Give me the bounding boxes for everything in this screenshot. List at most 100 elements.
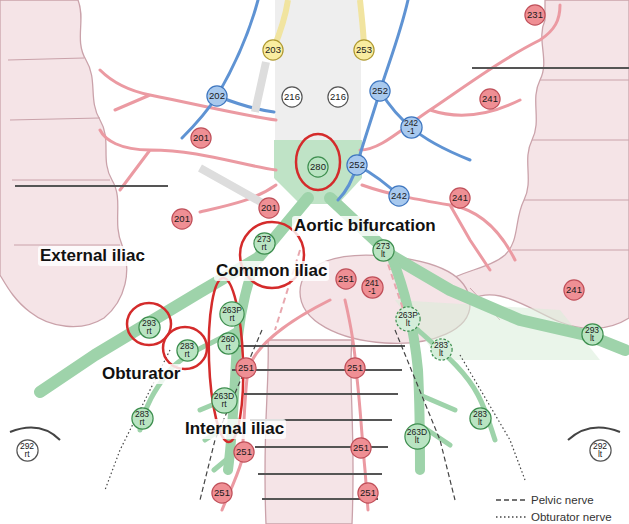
station-node: 202 (206, 85, 228, 107)
station-number: 293 lt (585, 326, 599, 343)
legend-row: Obturator nerve (496, 508, 612, 524)
station-number: 201 (261, 203, 277, 213)
station-node: 283 lt (430, 338, 453, 361)
station-circle-shape (469, 407, 490, 428)
station-node: 251 (357, 482, 379, 504)
station-number: 263D lt (407, 428, 427, 445)
station-circle-shape (234, 442, 254, 462)
station-node: 251 (233, 441, 255, 463)
station-number: 251 (360, 488, 376, 498)
ascending-colon (0, 0, 127, 327)
station-node: 241 (563, 279, 585, 301)
station-node: 201 (171, 208, 193, 230)
station-number: 241 (566, 285, 582, 295)
arteries (100, 5, 560, 510)
station-node: 292 lt (589, 439, 612, 462)
legend-line-sample (496, 512, 526, 522)
station-number: 231 (527, 10, 543, 20)
station-number: 273 rt (257, 235, 271, 252)
station-node: 280 (307, 156, 329, 178)
legend-text: Pelvic nerve (531, 494, 594, 506)
station-number: 263D rt (214, 392, 234, 409)
station-circle-shape (564, 280, 584, 300)
station-number: 252 (349, 160, 365, 170)
station-circle-shape (259, 198, 279, 218)
station-number: 283 rt (180, 342, 194, 359)
station-circle-shape (358, 483, 378, 503)
station-circle-shape (404, 423, 429, 448)
station-number: 292 rt (20, 442, 34, 459)
station-number: 263P rt (222, 306, 242, 323)
station-circle-shape (430, 338, 451, 359)
station-circle-shape (389, 186, 409, 206)
station-circle-shape (211, 387, 236, 412)
station-circle-shape (370, 81, 390, 101)
station-node: 216 (281, 86, 303, 108)
station-circle-shape (361, 276, 382, 297)
station-circle-shape (212, 483, 232, 503)
station-node: 263D lt (404, 423, 431, 450)
station-node: 241 (479, 88, 501, 110)
station-circle-shape (589, 439, 610, 460)
station-number: 252 (372, 86, 388, 96)
station-node: 263P lt (395, 306, 421, 332)
station-circle-shape (263, 40, 283, 60)
station-node: 251 (211, 482, 233, 504)
station-circle-shape (396, 307, 420, 331)
bifurcation-region (274, 140, 362, 204)
station-number: 203 (265, 45, 281, 55)
station-circle-shape (354, 40, 374, 60)
station-number: 251 (214, 488, 230, 498)
right-vein (182, 0, 274, 138)
station-number: 241 (482, 94, 498, 104)
station-node: 253 (353, 39, 375, 61)
station-circle-shape (336, 269, 356, 289)
legend-line-sample (496, 495, 526, 505)
station-number: 241 (452, 193, 468, 203)
station-number: 283 lt (473, 410, 487, 427)
pelvic-nerve (200, 330, 455, 500)
station-circle-shape (282, 87, 302, 107)
vessel-label: Common iliac (214, 261, 329, 281)
vessel-label: Obturator (100, 364, 182, 384)
station-node: 242 -1 (400, 116, 423, 139)
station-node: 241 (449, 187, 471, 209)
legend-text: Obturator nerve (531, 511, 612, 523)
station-number: 251 (347, 363, 363, 373)
station-number: 273 lt (376, 242, 390, 259)
station-node: 231 (524, 4, 546, 26)
station-number: 216 (330, 92, 346, 102)
vessel-label: Internal iliac (183, 419, 286, 439)
station-node: 241 -1 (361, 276, 384, 299)
station-node: 273 lt (372, 239, 395, 262)
station-circle-shape (191, 128, 211, 148)
station-node: 203 (262, 39, 284, 61)
station-node: 252 (346, 154, 368, 176)
station-circle-shape (480, 89, 500, 109)
highlight-rings (127, 134, 340, 443)
station-number: 241 -1 (365, 279, 379, 296)
station-number: 251 (338, 274, 354, 284)
station-number: 292 lt (593, 442, 607, 459)
station-circle-shape (172, 209, 192, 229)
station-circle-shape (450, 188, 470, 208)
station-node: 293 rt (138, 316, 161, 339)
station-node: 251 (344, 357, 366, 379)
iliac-vessels (40, 198, 625, 470)
station-number: 251 (236, 447, 252, 457)
station-number: 242 (391, 191, 407, 201)
station-node: 263P rt (219, 301, 245, 327)
station-circle-shape (131, 407, 152, 428)
station-circle-shape (207, 86, 227, 106)
highlight-ring (163, 327, 207, 369)
station-circle-shape (581, 323, 602, 344)
station-node: 260 rt (217, 332, 240, 355)
legend-row: Pelvic nerve (496, 491, 612, 508)
station-node: 263D rt (211, 387, 238, 414)
station-number: 280 (310, 162, 326, 172)
station-node: 283 lt (469, 407, 492, 430)
station-node: 251 (350, 437, 372, 459)
station-node: 283 rt (131, 407, 154, 430)
inguinal-arcs (10, 428, 620, 441)
